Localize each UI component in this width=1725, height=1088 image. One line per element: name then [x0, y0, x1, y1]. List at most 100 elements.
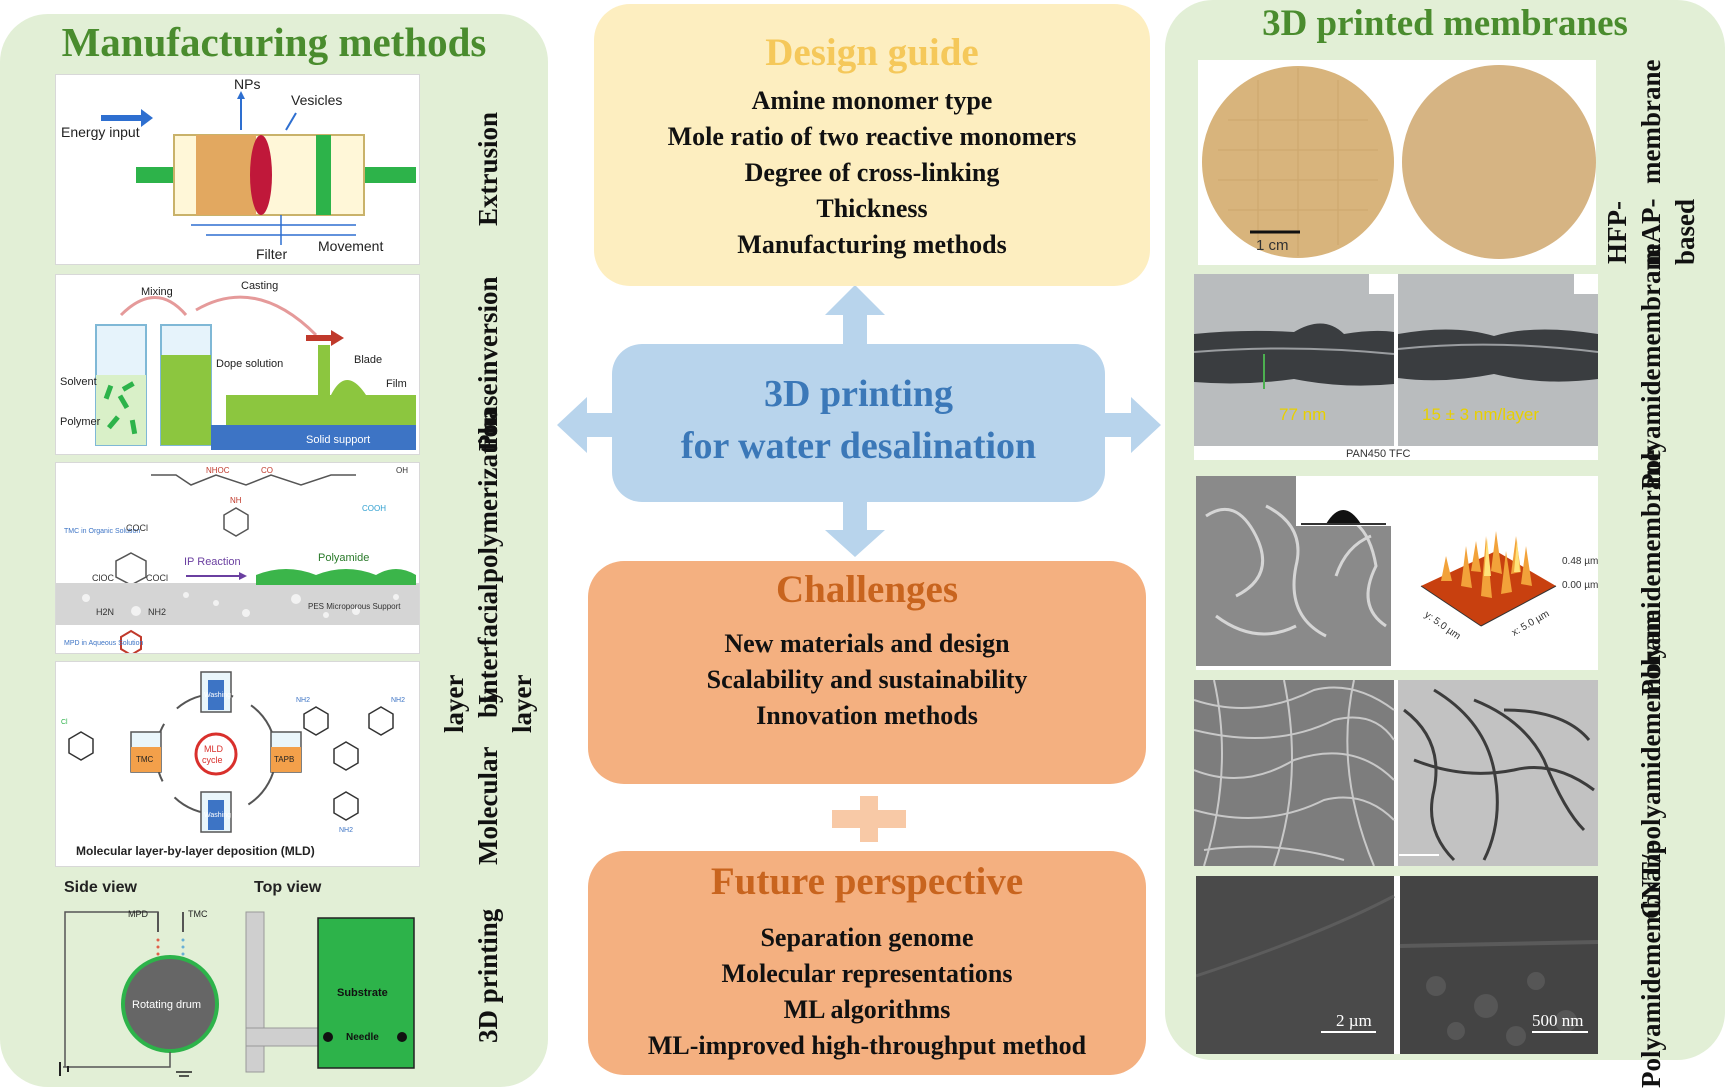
- design-item: Mole ratio of two reactive monomers: [667, 122, 1077, 151]
- challenge-item: Innovation methods: [756, 701, 978, 730]
- manufacturing-methods-title: Manufacturing methods: [61, 19, 487, 65]
- casting-label: Casting: [241, 280, 278, 292]
- extrusion-label: Extrusion: [473, 111, 503, 226]
- 3d-printing-label: 3D printing: [473, 908, 503, 1044]
- cooh-label: COOH: [362, 504, 386, 513]
- hfp-map-membrane-photo: 1 cm: [1198, 60, 1596, 265]
- mpd-label: MPD: [128, 909, 149, 919]
- challenges-title: Challenges: [775, 568, 958, 611]
- mpd-aqueous-label: MPD in Aqueous Solution: [64, 640, 143, 647]
- mld-tapb-label: TAPB: [274, 755, 294, 764]
- pan450-label: PAN450 TFC: [1346, 448, 1410, 460]
- arrow-left-icon: [557, 397, 613, 453]
- extrusion-illustration: Energy input NPs Vesicles Filter Movemen…: [55, 74, 420, 265]
- design-item: Manufacturing methods: [737, 230, 1007, 259]
- arrow-right-icon: [1105, 397, 1161, 453]
- filter-label: Filter: [256, 246, 287, 262]
- design-item: Thickness: [816, 194, 928, 223]
- printed-membranes-title: 3D printed membranes: [1262, 3, 1628, 44]
- scale-1cm-label: 1 cm: [1256, 237, 1289, 254]
- future-item: ML-improved high-throughput method: [647, 1031, 1087, 1060]
- connection-arrows: [557, 285, 1161, 557]
- future-perspective-title: Future perspective: [710, 860, 1024, 903]
- future-item: ML algorithms: [783, 995, 951, 1024]
- top-view-label: Top view: [254, 879, 322, 896]
- movement-label: Movement: [318, 238, 383, 254]
- arrow-down-icon: [825, 502, 885, 557]
- plus-icon: [832, 796, 906, 842]
- afm-height-min-label: 0.00 µm: [1562, 580, 1598, 591]
- mld-washing-top-label: Washing: [204, 692, 231, 699]
- mixing-label: Mixing: [141, 286, 173, 298]
- rotating-drum-label: Rotating drum: [132, 999, 201, 1011]
- solvent-label: Solvent: [60, 376, 97, 388]
- mld-nh2-label-1: NH2: [296, 697, 310, 704]
- future-item: Separation genome: [760, 923, 974, 952]
- polyamide-sem-afm-image: 0.48 µm 0.00 µm y: 5.0 µm x: 5.0 µm: [1196, 476, 1598, 670]
- central-topic-line2: for water desalination: [680, 425, 1037, 467]
- mld-cycle-label-1: MLD: [204, 744, 224, 754]
- interfacial-polymerization-illustration: TMC in Organic Solution IP Reaction Poly…: [55, 462, 420, 654]
- future-item: Molecular representations: [721, 959, 1013, 988]
- tmc-organic-label: TMC in Organic Solution: [64, 528, 140, 535]
- phase-inversion-illustration: Mixing Casting Solvent Polymer Dope solu…: [55, 274, 420, 455]
- scale-500nm-label: 500 nm: [1532, 1011, 1583, 1030]
- mld-cycle-label-2: cycle: [202, 755, 223, 765]
- challenge-item: New materials and design: [724, 629, 1010, 658]
- side-view-label: Side view: [64, 879, 137, 896]
- nps-label: NPs: [234, 76, 260, 92]
- nh-label: NH: [230, 496, 242, 505]
- design-guide-box: Design guide Amine monomer type Mole rat…: [594, 4, 1150, 286]
- mld-illustration: MLD cycle TMC TAPB Washing Washing NH2 N…: [55, 661, 420, 867]
- substrate-label: Substrate: [337, 987, 388, 999]
- challenge-item: Scalability and sustainability: [706, 665, 1028, 694]
- 3d-printing-illustration: Side view Top view MPD TMC Rotating drum…: [58, 872, 420, 1080]
- arrow-up-icon: [825, 285, 885, 345]
- future-perspective-box: Future perspective Separation genome Mol…: [588, 851, 1146, 1075]
- polymer-label: Polymer: [60, 416, 101, 428]
- co-label: CO: [261, 466, 273, 475]
- tmc-label: TMC: [188, 909, 208, 919]
- cocl-right-label: COCl: [146, 573, 168, 583]
- cocl-top-label: COCl: [126, 523, 148, 533]
- needle-label: Needle: [346, 1032, 379, 1043]
- cloc-label: ClOC: [92, 573, 114, 583]
- central-topic-line1: 3D printing: [764, 373, 953, 415]
- afm-height-max-label: 0.48 µm: [1562, 556, 1598, 567]
- solid-support-label: Solid support: [306, 434, 370, 446]
- pes-support-label: PES Microporous Support: [308, 602, 401, 611]
- mld-washing-bottom-label: Washing: [204, 812, 231, 819]
- mld-nh2-label-2: NH2: [391, 697, 405, 704]
- design-guide-title: Design guide: [765, 31, 979, 74]
- design-item: Amine monomer type: [751, 86, 993, 115]
- oh-label: OH: [396, 466, 408, 475]
- energy-input-label: Energy input: [61, 124, 140, 140]
- mld-cl-label: Cl: [61, 719, 68, 726]
- layer-thickness-label: 15 ± 3 nm/layer: [1422, 405, 1539, 424]
- thickness-77nm-label: 77 nm: [1279, 405, 1326, 424]
- dope-solution-label: Dope solution: [216, 358, 283, 370]
- mld-nh2-label-3: NH2: [339, 827, 353, 834]
- film-label: Film: [386, 378, 407, 390]
- polyamide-sem-image: 2 µm 500 nm: [1196, 876, 1598, 1054]
- nh2-label: NH2: [148, 607, 166, 617]
- cnt-polyamide-image: [1194, 680, 1598, 866]
- mld-caption: Molecular layer-by-layer deposition (MLD…: [76, 844, 315, 858]
- h2n-label: H2N: [96, 607, 114, 617]
- scale-2um-label: 2 µm: [1336, 1011, 1372, 1030]
- mld-tmc-label: TMC: [136, 755, 154, 764]
- vesicles-label: Vesicles: [291, 92, 342, 108]
- central-topic-box: 3D printing for water desalination: [612, 344, 1105, 502]
- challenges-box: Challenges New materials and design Scal…: [588, 561, 1146, 784]
- nhoc-label: NHOC: [206, 466, 230, 475]
- polyamide-tem-image: 77 nm 15 ± 3 nm/layer PAN450 TFC: [1194, 274, 1598, 460]
- blade-label: Blade: [354, 354, 382, 366]
- design-item: Degree of cross-linking: [744, 158, 1000, 187]
- ip-reaction-label: IP Reaction: [184, 556, 241, 568]
- polyamide-label: Polyamide: [318, 552, 369, 564]
